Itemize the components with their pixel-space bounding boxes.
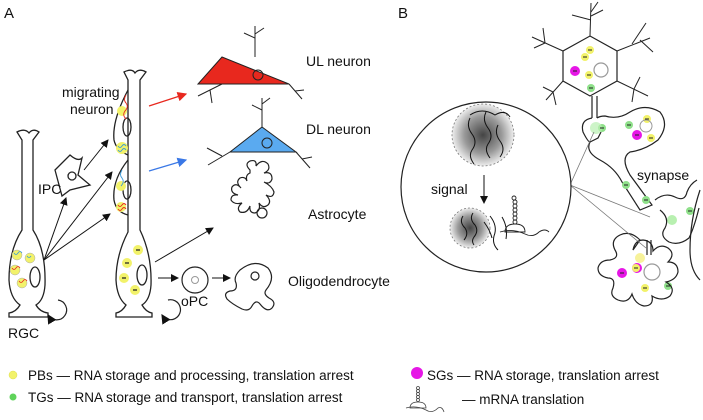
tg-granule-icon [9,393,17,401]
migrating-neuron-granules [116,94,143,295]
astrocyte [230,159,275,219]
ipc-cell [54,154,92,198]
rgc-cell [8,129,49,318]
dl-neuron-label: DL neuron [306,121,371,137]
granule-small [449,207,491,249]
legend-sgs-text: SGs — RNA storage, translation arrest [427,368,659,383]
legend-item-mrna: — mRNA translation [405,386,584,413]
dl-neuron [206,97,313,169]
astrocyte-arrow [154,227,214,263]
migrating-neuron-label-line1: migrating [62,84,120,100]
legend-item-pbs: PBs — RNA storage and processing, transl… [8,368,354,383]
zoom-inset: signal [400,101,651,273]
rgc-self-renew-arrow [47,299,68,325]
legend-item-tgs: TGs — RNA storage and transport, transla… [9,390,343,405]
astrocyte-label: Astrocyte [308,206,367,222]
legend-item-sgs: SGs — RNA storage, translation arrest [411,367,659,383]
opc-label: oPC [181,293,208,309]
ipc-label: IPC [38,181,61,197]
synapse-label: synapse [637,167,689,183]
oligodendrocyte [224,262,275,311]
legend-tgs-text: TGs — RNA storage and transport, transla… [28,390,343,405]
rg-self-renew-arrow [161,299,182,325]
ul-neuron-label: UL neuron [306,53,371,69]
ul-neuron-arrow [148,92,188,107]
sg-granule-icon [411,367,423,379]
pb-granule-icon [8,370,18,380]
dl-neuron-arrow [148,157,188,172]
neuron-soma [531,1,666,211]
signal-label: signal [431,181,468,197]
legend-pbs-text: PBs — RNA storage and processing, transl… [28,368,354,383]
rgc-label: RGC [8,325,39,341]
glial-cell [597,232,679,307]
opc-cell [181,266,209,294]
mrna-translation-icon [405,386,445,413]
rgc-granules [9,249,36,289]
panel-b-label: B [398,5,408,22]
legend: PBs — RNA storage and processing, transl… [8,367,659,413]
granule-large [451,103,515,167]
migrating-neuron-label-line2: neuron [70,101,114,117]
ul-neuron [196,26,305,104]
oligodendrocyte-label: Oligodendrocyte [288,273,390,289]
ribosome-translation-icon [499,195,550,237]
panel-a-label: A [4,5,14,22]
neuron-granules [570,46,694,292]
synapse-process [654,179,701,281]
legend-mrna-text: — mRNA translation [462,392,584,407]
rgc-differentiation-arrows [43,139,113,261]
